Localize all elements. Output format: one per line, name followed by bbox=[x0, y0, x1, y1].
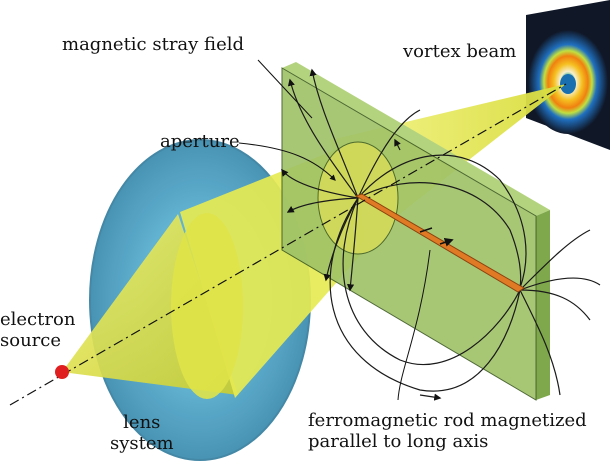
vortex-beam-image bbox=[526, 0, 610, 150]
label-electron-line1: electron bbox=[0, 309, 76, 330]
label-lens-system: lens system bbox=[110, 412, 174, 454]
label-vortex-beam: vortex beam bbox=[403, 41, 517, 62]
label-source-line2: source bbox=[0, 330, 62, 351]
ferromagnetic-rod bbox=[354, 193, 525, 293]
label-lens-line1: lens bbox=[123, 412, 161, 433]
label-aperture: aperture bbox=[160, 131, 240, 152]
label-system-line2: system bbox=[110, 433, 174, 454]
electron-source-dot bbox=[55, 365, 69, 379]
label-magnetic-stray-field: magnetic stray field bbox=[62, 34, 244, 55]
beam-cross-section bbox=[171, 213, 243, 399]
label-electron-source: electron source bbox=[0, 309, 75, 351]
optical-axis bbox=[9, 83, 567, 406]
label-ferromagnetic-rod: ferromagnetic rod magnetized parallel to… bbox=[308, 410, 587, 452]
leader-lines bbox=[238, 59, 431, 401]
label-rod-line2: parallel to long axis bbox=[308, 431, 489, 452]
field-lines bbox=[281, 68, 601, 401]
label-rod-line1: ferromagnetic rod magnetized bbox=[308, 410, 587, 431]
